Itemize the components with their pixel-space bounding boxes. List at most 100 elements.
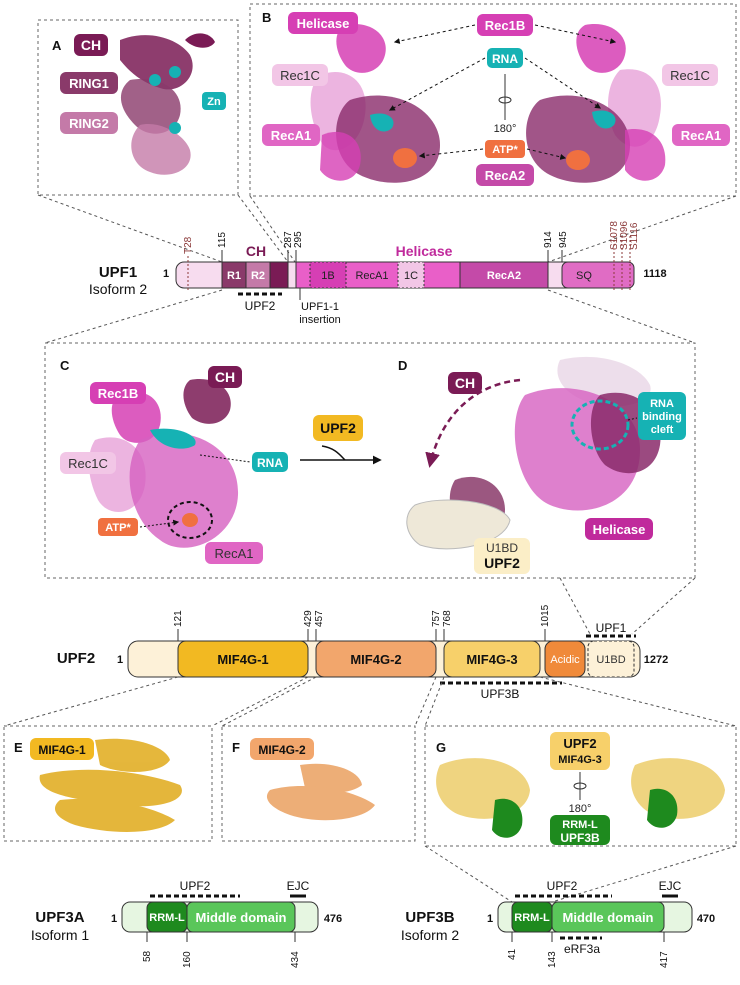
upf3a-name: UPF3A [35,909,84,926]
panel-f-border [221,725,416,842]
upf1-tick-287: 287 [283,231,294,248]
rotation-arc-g-icon [573,782,587,790]
label-rotation-g: 180° [569,803,592,815]
label-upf2-g-text: UPF2 [563,736,596,751]
upf1-domain-sq-text: SQ [576,270,592,282]
upf1-domain-reca1-text: RecA1 [355,270,388,282]
label-rotation-b: 180° [494,123,517,135]
label-rec1b [477,14,533,36]
label-atp-c [98,518,138,536]
upf3a-diagram: UPF3A Isoform 1 1 476 RRM-L Middle domai… [31,879,342,968]
panel-g: G UPF2 MIF4G-3 180° RRM-L UPF3B [424,725,737,847]
upf1-tick-295: 295 [293,231,304,248]
label-reca1-c-text: RecA1 [214,546,253,561]
label-reca1-c [205,542,263,564]
label-rec1c-c [60,452,116,474]
panel-e-structure [39,738,182,832]
panel-b-structure-left [310,24,440,183]
upf1-domain-1b-text: 1B [321,270,334,282]
upf2-ticks: 121 429 457 757 768 1015 [173,604,551,641]
label-mif4g1-e [30,738,94,760]
panel-d-letter: D [398,358,407,373]
panel-e-letter: E [14,740,23,755]
label-ch-c-text: CH [215,369,235,385]
label-ring2-text: RING2 [69,116,109,131]
upf2-domain-mif4g2 [315,640,437,678]
upf1-domain-ch-end [269,261,289,289]
upf1-domain-r1 [221,261,247,289]
label-reca1-b-left-text: RecA1 [271,128,311,143]
label-mif4g3-g-text: MIF4G-3 [558,754,601,766]
upf2-diagram: UPF2 1 1272 MIF4G-1 MIF4G-2 MIF4G-3 Acid… [57,604,668,701]
label-rrml-g-text: RRM-L [562,819,598,831]
label-reca2-b-text: RecA2 [485,168,525,183]
panel-b-border [249,3,737,197]
panel-c-structure [88,379,239,548]
label-upf3b-g-text: UPF3B [560,831,600,845]
upf3b-ejc-label: EJC [659,879,682,893]
label-ch-d [448,372,482,394]
panel-f-letter: F [232,740,240,755]
upf1-phospho-sites: T28 S1078 S1096 S1116 [183,221,640,290]
upf1-domain-reca2 [459,261,549,289]
upf2-tick-457: 457 [314,610,325,627]
upf2-name: UPF2 [57,650,95,667]
upf2-tick-121: 121 [173,610,184,627]
upf2-domain-acidic-text: Acidic [550,654,580,666]
upf3b-tick-417: 417 [659,951,670,968]
upf3b-tick-41: 41 [507,948,518,960]
upf1-tick-945: 945 [558,231,569,248]
label-helicase-d-text: Helicase [593,522,646,537]
upf1-isoform: Isoform 2 [89,281,148,297]
panel-a-letter: A [52,38,62,53]
upf2-tick-757: 757 [431,610,442,627]
upf3b-tick-143: 143 [547,951,558,968]
upf1-domain-sq [561,261,635,289]
panel-e-border [3,725,213,842]
upf1-ticks: 115 287 295 914 945 [217,231,569,262]
label-rec1c-b-right-text: Rec1C [670,68,710,83]
upf3a-tick-434: 434 [290,951,301,968]
upf1-domain-r2 [245,261,271,289]
upf3a-end: 476 [324,913,342,925]
upf3a-ejc-label: EJC [287,879,310,893]
upf2-upf3b-label: UPF3B [481,687,520,701]
panel-g-structure-right [631,758,725,828]
upf1-site-s1078: S1078 [609,221,620,250]
label-atp-b-text: ATP* [492,144,518,156]
label-rec1b-c-text: Rec1B [98,386,138,401]
upf1-domain-reca2-text: RecA2 [487,270,521,282]
label-u1bd-d [474,538,530,574]
label-atp-c-text: ATP* [105,522,131,534]
rotation-arc-icon [498,96,512,104]
label-reca1-b-left [262,124,320,146]
label-helicase-b [288,12,358,34]
upf2-domain-mif4g3-text: MIF4G-3 [466,652,517,667]
panel-g-letter: G [436,740,446,755]
upf3a-tick-58: 58 [142,950,153,962]
upf2-start: 1 [117,654,123,666]
upf3a-upf2-label: UPF2 [180,879,211,893]
upf2-upf1-label: UPF1 [596,621,627,635]
upf2-tick-1015: 1015 [540,604,551,627]
panel-e: E MIF4G-1 [3,725,213,842]
panel-b-structure-right [526,24,666,183]
label-atp-b [485,140,525,158]
upf3b-end: 470 [697,913,715,925]
upf3b-erf3a-label: eRF3a [564,942,600,956]
upf1-insertion-2: insertion [299,314,341,326]
upf1-site-t28: T28 [183,236,194,254]
panel-c-letter: C [60,358,70,373]
upf1-start: 1 [163,268,169,280]
upf2-domain-u1bd-text: U1BD [596,654,625,666]
panel-f-structure [266,763,375,821]
label-mif4g2-f-text: MIF4G-2 [258,743,306,757]
panel-a: A CH RING1 RING2 Zn [37,19,239,196]
panel-a-structure [120,33,215,175]
panel-f: F MIF4G-2 [221,725,416,842]
upf3a-domain-rrml-text: RRM-L [149,912,185,924]
panel-b-letter: B [262,10,271,25]
upf3a-isoform: Isoform 1 [31,927,90,943]
label-rna-b-text: RNA [492,52,518,66]
panel-cd-border [44,342,696,579]
